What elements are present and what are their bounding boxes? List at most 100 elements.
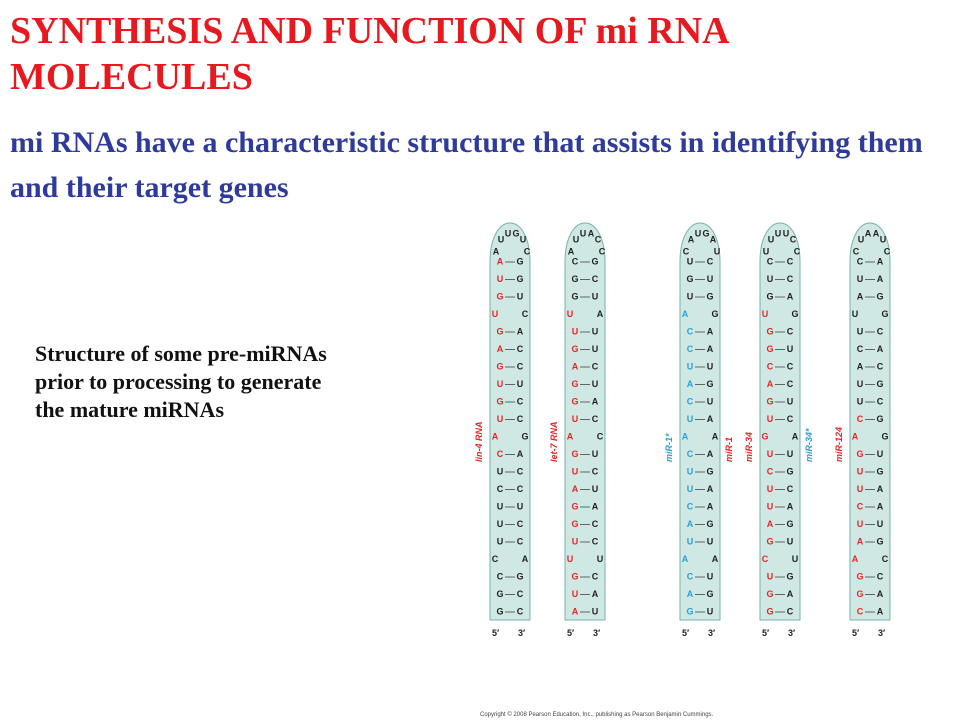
stem-nucleotide-right: U — [707, 571, 714, 581]
stem-nucleotide-left: A — [857, 291, 864, 301]
stem-nucleotide-right: G — [516, 274, 523, 284]
stem-nucleotide-left: C — [572, 256, 579, 266]
stem-nucleotide-left: U — [687, 536, 694, 546]
stem-nucleotide-right: A — [707, 501, 714, 511]
hairpin-label: miR-1* — [664, 433, 674, 462]
stem-nucleotide-left: C — [762, 554, 769, 564]
stem-backbone — [564, 222, 606, 621]
stem-nucleotide-left: G — [856, 589, 863, 599]
slide-title: SYNTHESIS AND FUNCTION OF mi RNA MOLECUL… — [10, 10, 728, 98]
stem-nucleotide-left: G — [571, 274, 578, 284]
loop-nucleotide: C — [853, 246, 860, 256]
hairpin-label: let-7 RNA — [549, 421, 559, 462]
stem-nucleotide-left: A — [497, 344, 504, 354]
three-prime-end: 3′ — [518, 628, 525, 638]
stem-nucleotide-right: A — [712, 431, 719, 441]
stem-nucleotide-right: C — [877, 571, 884, 581]
stem-nucleotide-left: U — [687, 484, 694, 494]
loop-nucleotide: C — [790, 234, 797, 244]
stem-nucleotide-left: G — [571, 344, 578, 354]
stem-nucleotide-left: A — [852, 431, 859, 441]
stem-nucleotide-right: U — [792, 554, 799, 564]
loop-nucleotide: C — [599, 246, 606, 256]
stem-nucleotide-left: A — [682, 431, 689, 441]
stem-nucleotide-right: C — [787, 379, 794, 389]
hairpin-label: miR-34 — [744, 432, 754, 462]
hairpin-label-secondary: miR-34* — [804, 428, 814, 462]
stem-nucleotide-right: G — [786, 519, 793, 529]
stem-nucleotide-left: G — [686, 274, 693, 284]
stem-nucleotide-right: A — [517, 449, 524, 459]
stem-nucleotide-left: U — [762, 309, 769, 319]
stem-nucleotide-left: U — [687, 291, 694, 301]
stem-nucleotide-right: C — [877, 361, 884, 371]
stem-nucleotide-left: U — [497, 466, 504, 476]
stem-nucleotide-right: A — [592, 396, 599, 406]
stem-nucleotide-left: U — [497, 379, 504, 389]
stem-nucleotide-left: U — [497, 501, 504, 511]
stem-nucleotide-left: C — [687, 396, 694, 406]
loop-nucleotide: A — [493, 246, 500, 256]
stem-nucleotide-right: G — [876, 291, 883, 301]
stem-nucleotide-left: U — [857, 396, 864, 406]
stem-nucleotide-right: C — [787, 274, 794, 284]
stem-nucleotide-right: U — [707, 536, 714, 546]
stem-nucleotide-left: U — [857, 484, 864, 494]
stem-nucleotide-left: A — [857, 361, 864, 371]
stem-nucleotide-left: C — [687, 344, 694, 354]
stem-nucleotide-right: C — [787, 361, 794, 371]
stem-nucleotide-right: G — [786, 571, 793, 581]
stem-nucleotide-left: G — [571, 396, 578, 406]
stem-nucleotide-right: G — [876, 414, 883, 424]
five-prime-end: 5′ — [492, 628, 499, 638]
stem-nucleotide-right: A — [707, 449, 714, 459]
stem-nucleotide-left: A — [767, 519, 774, 529]
stem-nucleotide-left: C — [857, 256, 864, 266]
stem-nucleotide-left: C — [497, 484, 504, 494]
stem-nucleotide-right: C — [707, 256, 714, 266]
stem-nucleotide-left: U — [687, 256, 694, 266]
stem-nucleotide-left: G — [856, 449, 863, 459]
loop-nucleotide: A — [588, 228, 595, 238]
stem-nucleotide-right: G — [791, 309, 798, 319]
stem-nucleotide-right: A — [707, 414, 714, 424]
stem-nucleotide-left: G — [686, 606, 693, 616]
stem-nucleotide-right: C — [592, 414, 599, 424]
loop-nucleotide: C — [595, 234, 602, 244]
stem-nucleotide-left: G — [571, 571, 578, 581]
stem-nucleotide-right: A — [592, 589, 599, 599]
stem-nucleotide-left: G — [856, 571, 863, 581]
stem-nucleotide-left: G — [571, 379, 578, 389]
stem-nucleotide-right: U — [787, 449, 794, 459]
stem-nucleotide-right: U — [787, 536, 794, 546]
stem-nucleotide-right: C — [787, 414, 794, 424]
stem-nucleotide-left: C — [687, 449, 694, 459]
stem-nucleotide-right: C — [517, 536, 524, 546]
stem-nucleotide-left: C — [857, 414, 864, 424]
stem-nucleotide-right: C — [592, 466, 599, 476]
stem-nucleotide-right: A — [707, 484, 714, 494]
loop-nucleotide: A — [568, 246, 575, 256]
stem-nucleotide-left: G — [571, 291, 578, 301]
loop-nucleotide: C — [794, 246, 801, 256]
stem-nucleotide-right: C — [522, 309, 529, 319]
loop-nucleotide: U — [573, 234, 580, 244]
stem-nucleotide-left: U — [497, 274, 504, 284]
stem-nucleotide-right: G — [706, 466, 713, 476]
stem-nucleotide-right: U — [787, 344, 794, 354]
stem-nucleotide-left: U — [567, 309, 574, 319]
stem-nucleotide-left: U — [857, 466, 864, 476]
stem-nucleotide-left: G — [766, 536, 773, 546]
three-prime-end: 3′ — [788, 628, 795, 638]
stem-nucleotide-right: A — [792, 431, 799, 441]
stem-nucleotide-left: U — [767, 484, 774, 494]
stem-nucleotide-right: U — [592, 606, 599, 616]
stem-nucleotide-left: A — [572, 484, 579, 494]
hairpin-label: miR-124 — [834, 427, 844, 462]
stem-nucleotide-right: C — [787, 256, 794, 266]
stem-backbone — [759, 222, 801, 621]
stem-nucleotide-left: U — [497, 519, 504, 529]
